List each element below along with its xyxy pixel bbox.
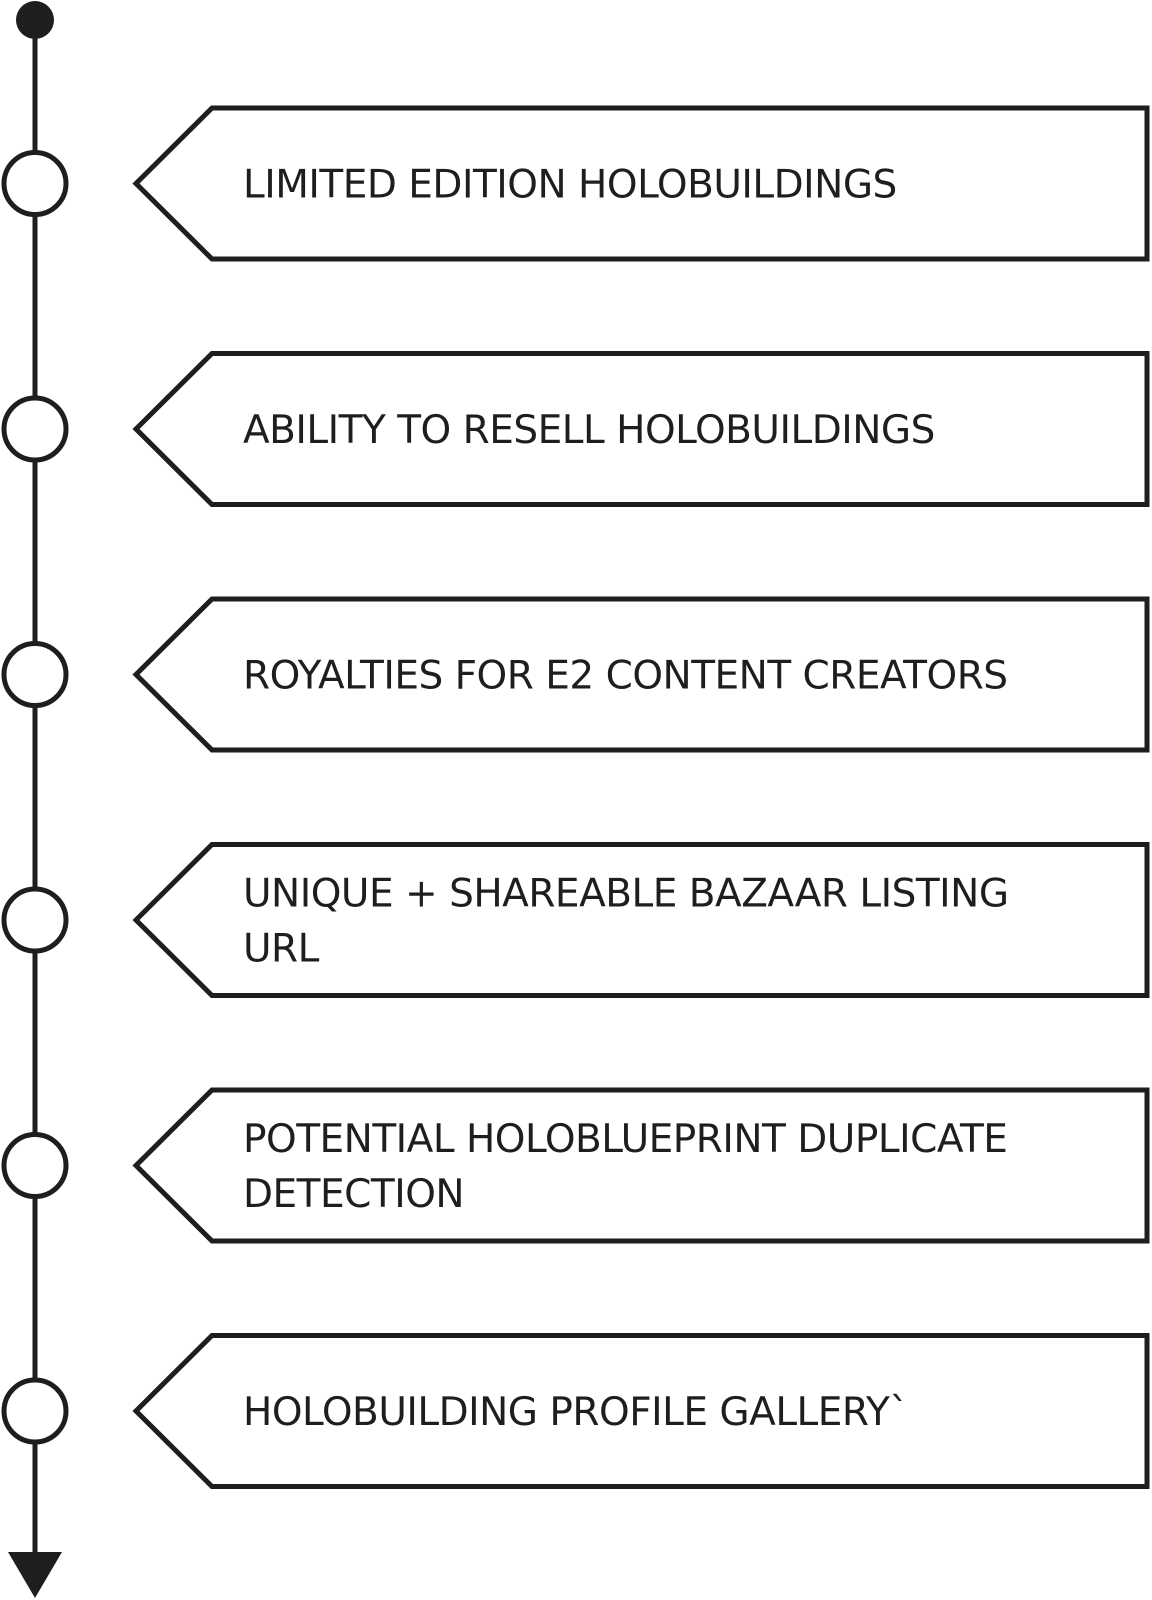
timeline-end-arrow xyxy=(8,1552,62,1598)
item-label-line: URL xyxy=(243,927,320,972)
timeline-item: HOLOBUILDING PROFILE GALLERY` xyxy=(1,1333,1150,1489)
timeline-node-circle xyxy=(1,1377,69,1445)
timeline-node-circle xyxy=(1,641,69,708)
item-label-line: ABILITY TO RESELL HOLOBUILDINGS xyxy=(243,408,935,453)
item-label-line: POTENTIAL HOLOBLUEPRINT DUPLICATE xyxy=(243,1117,1007,1162)
timeline-node-circle xyxy=(1,886,69,954)
timeline-start-dot xyxy=(16,1,54,39)
timeline-item: UNIQUE + SHAREABLE BAZAAR LISTING URL xyxy=(1,842,1150,998)
item-label-line: HOLOBUILDING PROFILE GALLERY` xyxy=(243,1390,908,1435)
arrow-label-box xyxy=(132,596,1150,753)
timeline-items: LIMITED EDITION HOLOBUILDINGS ABILITY TO … xyxy=(1,105,1150,1489)
arrow-label-box xyxy=(132,1333,1150,1489)
arrow-label-box xyxy=(132,105,1150,262)
arrow-label-box xyxy=(132,351,1150,507)
arrow-label-box xyxy=(132,1087,1150,1244)
timeline-item: POTENTIAL HOLOBLUEPRINT DUPLICATE DETECTI… xyxy=(1,1087,1150,1244)
arrow-label-box xyxy=(132,842,1150,998)
item-label-line: ROYALTIES FOR E2 CONTENT CREATORS xyxy=(243,654,1008,699)
item-label-line: DETECTION xyxy=(243,1172,464,1217)
item-label-line: UNIQUE + SHAREABLE BAZAAR LISTING xyxy=(243,872,1009,917)
timeline-item: ROYALTIES FOR E2 CONTENT CREATORS xyxy=(1,596,1150,753)
item-label-line: LIMITED EDITION HOLOBUILDINGS xyxy=(243,163,897,208)
timeline-item: ABILITY TO RESELL HOLOBUILDINGS xyxy=(1,351,1150,507)
timeline-node-circle xyxy=(1,1132,69,1199)
timeline-node-circle xyxy=(1,395,69,463)
timeline-node-circle xyxy=(1,150,69,217)
timeline-item: LIMITED EDITION HOLOBUILDINGS xyxy=(1,105,1150,262)
